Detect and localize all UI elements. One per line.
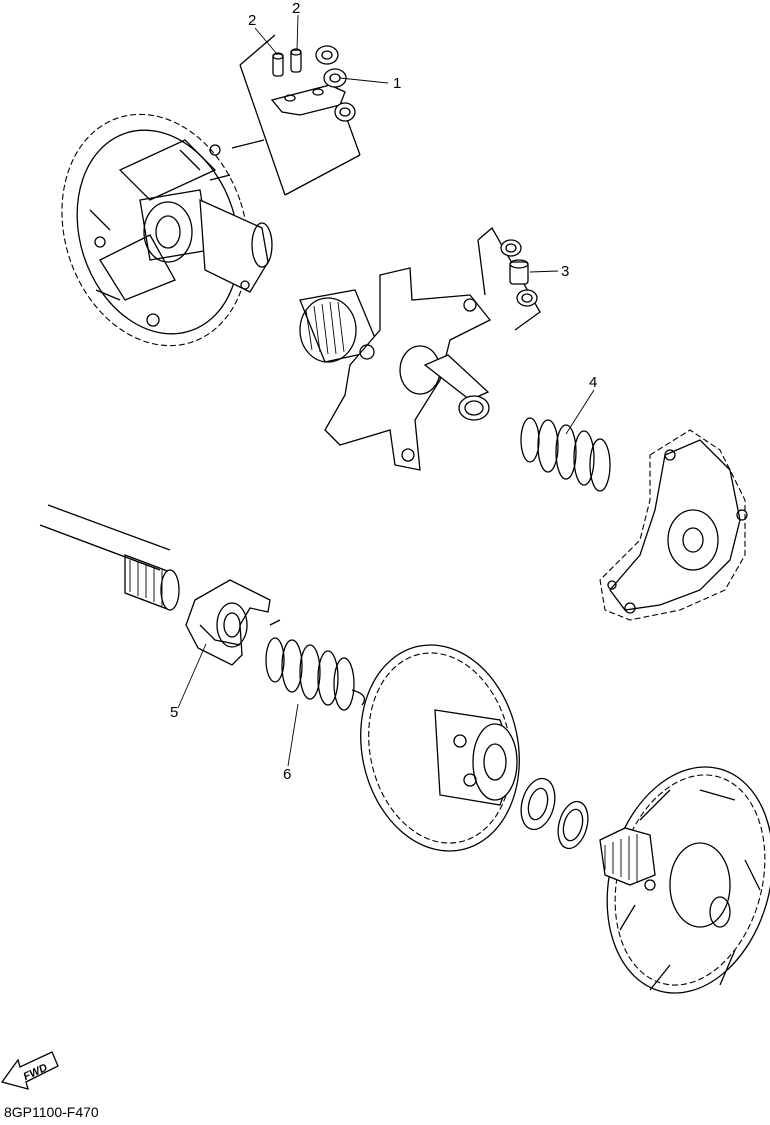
bolt-part-2b: [290, 48, 302, 73]
callout-1: 1: [393, 75, 401, 92]
fwd-arrow-icon: FWD: [0, 1051, 59, 1090]
slider-part-1: [270, 68, 347, 116]
fixed-sheave: [360, 644, 520, 852]
primary-shaft: [39, 504, 180, 611]
collar-lower: [334, 102, 356, 122]
cam-part-5: [185, 579, 271, 666]
leader-5: [177, 643, 207, 709]
leader-6: [287, 703, 299, 767]
leader-4: [565, 389, 595, 435]
leader-1: [339, 77, 389, 84]
roller-part-3: [500, 239, 538, 307]
spring-part-6: [265, 619, 366, 711]
callout-2a: 2: [248, 12, 256, 29]
slider-group-bracket: [231, 34, 361, 196]
fixed-sheave-rear: [599, 766, 770, 994]
callout-4: 4: [589, 374, 597, 391]
cover-plate: [599, 429, 748, 621]
callout-5: 5: [170, 704, 178, 721]
sliding-sheave-rear: [61, 113, 273, 347]
callout-6: 6: [283, 766, 291, 783]
callout-3: 3: [561, 263, 569, 280]
callout-2b: 2: [292, 0, 300, 17]
spider-hub: [299, 267, 492, 471]
diagram-code: 8GP1100-F470: [4, 1104, 99, 1120]
leader-2a: [254, 27, 278, 55]
washer-1: [520, 777, 556, 831]
bolt-part-2a: [272, 52, 284, 77]
washer-2: [557, 800, 589, 850]
leader-3: [529, 270, 559, 273]
leader-2b: [296, 14, 299, 51]
spring-part-4: [520, 417, 611, 492]
collar-top-right: [315, 45, 339, 65]
